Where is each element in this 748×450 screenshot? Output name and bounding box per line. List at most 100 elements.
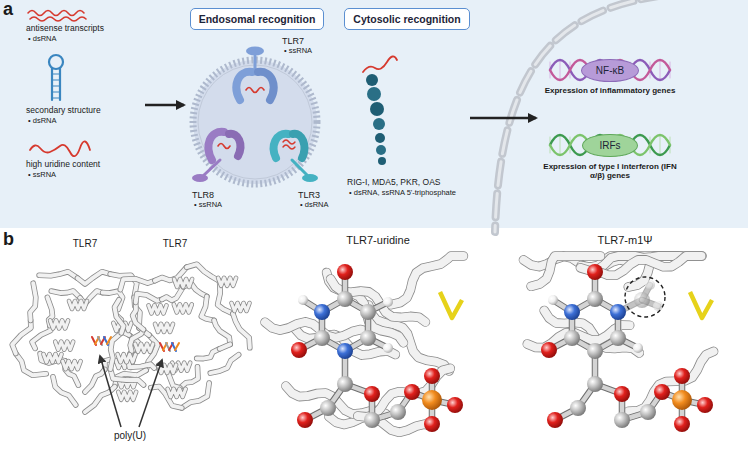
receptor-name: TLR8 <box>192 190 214 200</box>
ribbon-outline <box>158 365 176 373</box>
node-text: NF-κB <box>596 65 624 76</box>
ribbon <box>174 279 192 287</box>
ribbon <box>118 354 136 362</box>
atom <box>674 368 690 384</box>
atom <box>291 342 307 358</box>
ribbon-outline <box>63 361 81 369</box>
ribbon-outline <box>50 320 68 328</box>
structure-title: TLR7-m1Ψ <box>597 234 652 247</box>
input-label: antisense transcripts <box>26 24 104 34</box>
ribbon-outline <box>55 342 73 350</box>
ribbon <box>174 304 192 312</box>
nuclear-envelope <box>495 0 665 232</box>
atom <box>634 292 650 308</box>
ribbon-outline <box>218 278 236 286</box>
atom <box>587 343 603 359</box>
transcription-factor: IRFs <box>582 134 637 157</box>
atom <box>587 376 603 392</box>
poly-u-ligand <box>92 337 179 351</box>
atom <box>337 376 353 392</box>
atom <box>364 386 380 402</box>
ligand-stick <box>107 337 111 344</box>
ribbon-outline <box>39 272 77 278</box>
ribbon-outline <box>12 320 31 353</box>
panel-letter: a <box>3 0 13 20</box>
ribbon <box>133 302 144 329</box>
input-label: secondary structure <box>26 106 101 116</box>
protein-ribbons <box>12 256 713 432</box>
ribbon <box>55 342 73 350</box>
atom <box>424 368 440 384</box>
atom <box>633 343 643 353</box>
atom <box>383 297 393 307</box>
ribbon <box>110 369 143 385</box>
atom <box>610 304 626 320</box>
ribbon <box>210 355 238 373</box>
ribbon-outline <box>174 279 192 287</box>
ribbon <box>120 279 155 290</box>
ribbon-outline <box>197 349 220 359</box>
methyl-highlight <box>625 277 665 317</box>
structure-title: TLR7-uridine <box>346 234 410 247</box>
ribbon-outline <box>210 355 238 373</box>
heading-box: Cytosolic recognition <box>344 8 469 30</box>
ribbon-outline <box>391 256 463 305</box>
ribbon <box>136 294 162 303</box>
ball-and-stick-molecule <box>291 264 713 432</box>
antisense-rna <box>28 11 86 22</box>
node-text: IRFs <box>599 140 620 151</box>
ribbon <box>12 320 31 353</box>
ribbon <box>85 369 105 392</box>
atom <box>610 330 626 346</box>
ribbon-outline <box>53 377 76 405</box>
ribbon-outline <box>133 302 144 329</box>
ribbon <box>78 272 111 284</box>
ribbon <box>51 291 80 298</box>
ribbon-outline <box>155 324 173 332</box>
ribbon-outline <box>220 344 231 348</box>
atom <box>614 386 630 402</box>
ribbon-outline <box>51 291 80 298</box>
ribbon <box>214 321 230 345</box>
ribbon <box>63 361 81 369</box>
ribbon <box>197 349 220 359</box>
ribbon-outline <box>174 304 192 312</box>
receptor-name: TLR7 <box>282 36 304 46</box>
atom <box>320 400 336 416</box>
ribbon <box>30 283 36 320</box>
ribbon <box>158 365 176 373</box>
ribbon <box>149 305 167 313</box>
ribbon-outline <box>201 297 214 321</box>
gene-expression-note: Expression of type I interferon (IFN α/β… <box>540 162 680 180</box>
tlr8-receptor <box>192 132 240 182</box>
sulfur-stick <box>690 292 712 318</box>
ribbon <box>232 303 250 311</box>
protein-label: TLR7 <box>163 238 187 250</box>
leader-arrow <box>100 356 121 427</box>
sulfur-stick <box>440 292 462 318</box>
leader-arrow <box>139 360 162 427</box>
ribbon-outline <box>149 305 167 313</box>
ribbon <box>218 278 236 286</box>
atom <box>672 390 692 410</box>
transcription-factor: NF-κB <box>581 59 639 82</box>
ribbon <box>220 344 231 348</box>
ribbon <box>155 324 173 332</box>
atom <box>337 343 353 359</box>
ribbon-outline <box>214 321 230 345</box>
ribbon-outline <box>110 369 143 385</box>
ribbon <box>599 256 701 275</box>
ribbon <box>44 354 62 362</box>
ribbon-outline <box>32 326 51 349</box>
rna-type: • dsRNA, ssRNA 5'-triphosphate <box>349 189 456 198</box>
ribbon-outline <box>232 303 250 311</box>
atom <box>404 384 420 400</box>
atom <box>364 412 380 428</box>
atom <box>314 304 330 320</box>
atom <box>337 291 353 307</box>
gene-expression-note: Expression of inflammatory genes <box>545 86 676 95</box>
ribbon <box>135 344 153 352</box>
panel-letter: b <box>3 229 14 250</box>
atom <box>564 304 580 320</box>
atom <box>645 280 655 290</box>
